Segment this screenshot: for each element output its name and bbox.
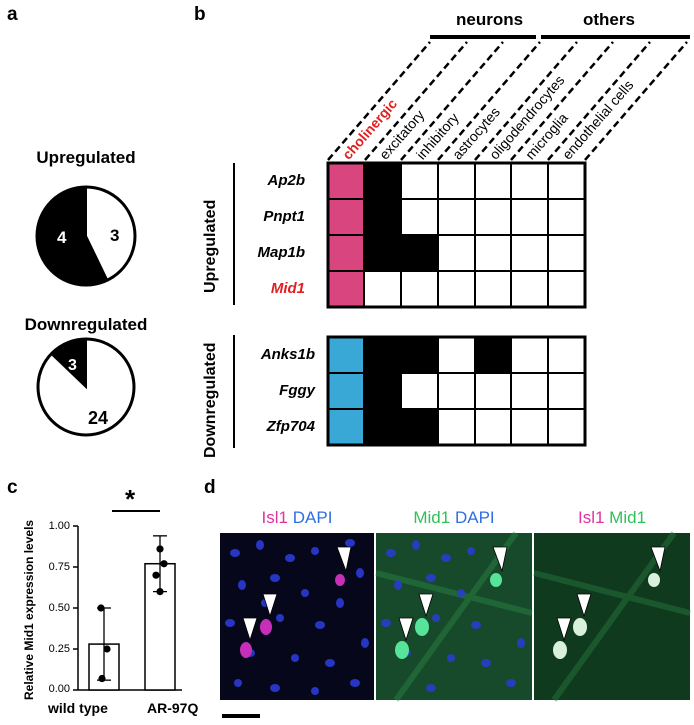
gene-anks1b: Anks1b	[260, 346, 315, 363]
ytick-2: 0.50	[48, 602, 70, 614]
panel-c-label: c	[7, 477, 18, 498]
header-neurons: neurons	[456, 10, 524, 29]
ytick-0: 0.00	[48, 683, 70, 695]
image1-title-isl1: Isl1	[261, 508, 289, 527]
xcat-ar-97q: AR-97Q	[147, 700, 199, 716]
data-point-0-1	[103, 645, 111, 653]
gene-pnpt1: Pnpt1	[263, 208, 305, 225]
data-point-1-2	[152, 571, 160, 579]
gene-mid1: Mid1	[270, 280, 305, 297]
image2-title-mid1: Mid1	[413, 508, 451, 527]
data-point-1-3	[156, 588, 164, 596]
upregulated-pie-title: Upregulated	[36, 148, 136, 167]
image3-title-mid1: Mid1	[609, 508, 647, 527]
ytick-4: 1.00	[48, 520, 70, 532]
micrograph-isl1-dapi	[220, 533, 374, 700]
down-pie-white-count: 24	[88, 408, 109, 428]
header-others: others	[583, 10, 635, 29]
up-pie-white-count: 3	[110, 226, 120, 245]
data-point-1-0	[156, 545, 164, 553]
significance-star: *	[125, 484, 136, 514]
upregulated-pie	[35, 185, 137, 287]
gene-ap2b: Ap2b	[267, 172, 306, 189]
image3-title-isl1: Isl1	[577, 508, 605, 527]
gene-fggy: Fggy	[279, 382, 315, 399]
image2-title: Mid1 DAPI	[376, 508, 532, 528]
data-point-0-0	[97, 604, 105, 612]
image1-title: Isl1 DAPI	[220, 508, 374, 528]
gene-zfp704: Zfp704	[266, 418, 315, 435]
down-pie-black-count: 3	[68, 357, 77, 374]
micrograph-isl1-mid1	[533, 531, 691, 702]
scale-bar	[222, 714, 260, 718]
data-point-0-2	[98, 674, 106, 683]
downregulated-pie	[36, 337, 136, 437]
downregulated-pie-title: Downregulated	[24, 315, 148, 334]
panel-d-label: d	[204, 477, 216, 498]
image1-title-dapi: DAPI	[292, 508, 333, 527]
panel-b-graphics	[233, 35, 690, 448]
gene-map1b: Map1b	[257, 244, 305, 261]
ytick-3: 0.75	[48, 561, 70, 573]
micrograph-mid1-dapi	[375, 531, 533, 702]
data-point-1-1	[160, 560, 168, 568]
up-pie-black-count: 4	[57, 228, 67, 247]
panel-a-label: a	[7, 4, 18, 25]
image3-title: Isl1 Mid1	[534, 508, 690, 528]
bar-chart	[73, 510, 182, 691]
xcat-wild-type: wild type	[48, 700, 108, 716]
panel-b-label: b	[194, 4, 206, 25]
ytick-1: 0.25	[48, 643, 70, 655]
image2-title-dapi: DAPI	[454, 508, 495, 527]
